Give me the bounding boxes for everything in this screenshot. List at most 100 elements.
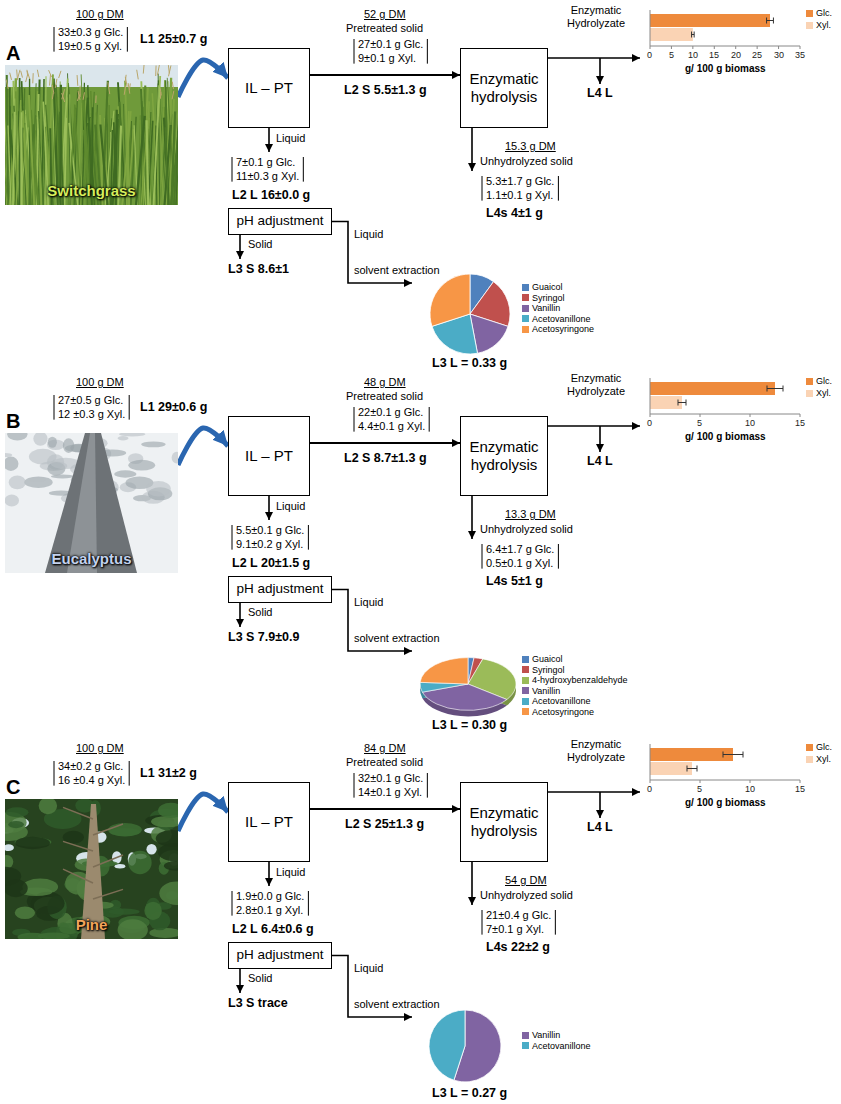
composition-value: 12 ±0.3 g Xyl.	[58, 408, 125, 421]
process-box: Enzymatic hydrolysis	[460, 48, 548, 128]
legend-entry: Acetovanillone	[522, 696, 591, 706]
legend-entry: Vanillin	[522, 303, 560, 313]
grass-blade	[38, 111, 43, 205]
legend-text: Syringol	[532, 665, 565, 675]
axis-tick: 10	[745, 418, 755, 428]
error-bar	[766, 18, 767, 24]
composition-value: 32±0.1 g Glc.	[358, 772, 423, 785]
flow-arrow	[310, 442, 460, 444]
flow-arrow	[548, 791, 640, 793]
pie-slice	[420, 658, 468, 684]
legend-entry: Guaicol	[522, 282, 563, 292]
error-bar	[687, 768, 697, 769]
process-box: pH adjustment	[228, 942, 332, 969]
bracket-line	[427, 773, 428, 798]
grass-blade	[147, 120, 149, 205]
legend-swatch	[522, 284, 529, 291]
foliage	[24, 476, 52, 488]
axis-line	[650, 46, 800, 47]
process-box: pH adjustment	[228, 208, 332, 235]
dry-mass-label: 13.3 g DM	[505, 508, 556, 521]
yield-value: L2 S 8.7±1.3 g	[344, 451, 427, 465]
branch	[93, 855, 123, 867]
yield-value: L1 29±0.6 g	[140, 400, 207, 414]
stream-label: Liquid	[276, 866, 305, 879]
bar	[650, 748, 733, 761]
axis-tick: 5	[697, 418, 702, 428]
seed-head	[49, 75, 51, 86]
bar	[650, 14, 770, 27]
seed-head	[172, 82, 173, 89]
canopy	[15, 837, 50, 849]
canopy	[118, 919, 148, 939]
foliage	[128, 460, 155, 471]
legend-text: Xyl.	[816, 388, 831, 398]
seed-head	[95, 95, 96, 103]
axis-title: g/ 100 g biomass	[685, 63, 766, 75]
legend-entry: Glc.	[806, 8, 832, 18]
panel-letter: B	[6, 410, 20, 433]
dry-mass-label: 100 g DM	[76, 376, 124, 389]
error-bar	[694, 32, 695, 38]
process-label: Enzymatic hydrolysis	[467, 438, 541, 474]
composition-value: 6.4±1.7 g Glc.	[486, 543, 554, 556]
axis-line	[650, 414, 800, 415]
bracket-line	[558, 176, 559, 201]
stream-label: Pretreated solid	[346, 22, 423, 35]
grass-blade	[136, 116, 145, 205]
axis-tick-mark	[800, 780, 801, 783]
photo-label: Pine	[76, 916, 108, 933]
bracket-line	[482, 910, 483, 935]
stream-label: Liquid	[276, 500, 305, 513]
legend-swatch	[522, 698, 529, 705]
axis-tick-mark	[700, 414, 701, 417]
seed-head	[26, 70, 28, 76]
legend-entry: Xyl.	[806, 754, 831, 764]
axis-tick: 35	[795, 50, 805, 60]
composition-value: 5.3±1.7 g Glc.	[486, 175, 554, 188]
axis-tick-mark	[757, 46, 758, 49]
axis-tick: 5	[697, 784, 702, 794]
axis-line	[650, 780, 800, 781]
flow-arrow	[310, 74, 460, 76]
yield-value: L1 25±0.7 g	[140, 32, 207, 46]
branch	[63, 841, 93, 851]
composition-value: 34±0.2 g Glc.	[58, 760, 123, 773]
error-bar	[697, 766, 698, 772]
pie-chart	[420, 658, 516, 711]
bracket-line	[127, 27, 128, 52]
legend-entry: Acetovanillone	[522, 1041, 591, 1051]
dry-mass-label: 54 g DM	[505, 874, 547, 887]
legend-entry: Xyl.	[806, 20, 831, 30]
seed-head	[137, 70, 139, 80]
legend-entry: Vanillin	[522, 1030, 560, 1040]
legend-text: Guaicol	[532, 282, 563, 292]
foliage	[141, 441, 166, 447]
bracket-line	[129, 761, 130, 786]
grass-blade	[176, 131, 178, 205]
step-label: solvent extraction	[354, 632, 440, 645]
foliage	[7, 433, 27, 440]
legend-text: Acetosyringone	[532, 324, 594, 334]
grass-blade	[13, 112, 15, 205]
bracket-line	[129, 395, 130, 420]
bracket-line	[232, 157, 233, 182]
grass-blade	[20, 112, 22, 205]
seed-head	[168, 65, 170, 73]
bracket-line	[482, 544, 483, 569]
flow-arrow	[599, 58, 601, 84]
legend-text: Acetosyringone	[532, 707, 594, 717]
pie-chart	[430, 274, 510, 354]
canopy	[39, 799, 57, 814]
sky	[5, 433, 178, 573]
foliage	[9, 476, 26, 490]
legend-text: Guaicol	[532, 654, 563, 664]
dry-mass-label: 100 g DM	[76, 8, 124, 21]
legend-entry: Syringol	[522, 293, 565, 303]
flow-arrow	[239, 603, 241, 627]
stream-label: Solid	[248, 238, 272, 251]
canopy	[158, 803, 178, 818]
yield-value: L4s 5±1 g	[486, 574, 543, 588]
connectors	[178, 60, 460, 831]
axis-tick-mark	[778, 46, 779, 49]
